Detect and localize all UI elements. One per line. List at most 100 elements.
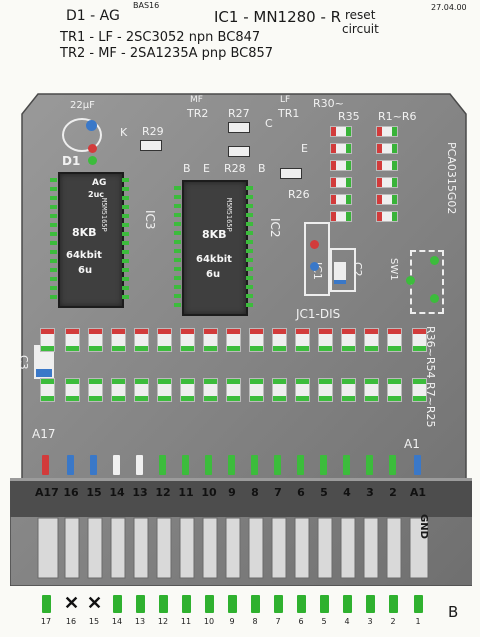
resistor [88,378,103,402]
sw1-pad-mid [406,276,415,285]
ic-pin [122,232,129,236]
ic-pin [246,267,253,271]
label-c3: C3 [17,355,30,370]
edge-pin-label: 10 [201,486,217,499]
edge-pad [42,455,49,475]
resistor [157,378,172,402]
ic-pin [246,276,253,280]
label-r26: R26 [288,188,310,201]
ic3-note-2uc: 2uc [88,190,105,199]
edge-pin-label: 7 [274,486,282,499]
resistor [330,126,352,137]
resistor [65,378,80,402]
bottom-pad-number: 6 [298,617,304,626]
bottom-pad [205,595,214,613]
c2-outline [330,248,356,292]
ic-pin [50,277,57,281]
resistor [88,328,103,352]
resistor [330,177,352,188]
ic-pin [174,204,181,208]
resistor [387,328,402,352]
resistor [376,211,398,222]
label-a17: A17 [32,427,56,441]
ic3-marking: M5M5165P [100,198,108,232]
bottom-pad-number: 9 [229,617,235,626]
resistor [330,211,352,222]
bottom-pad [228,595,237,613]
resistor [272,328,287,352]
cap-22uf [62,118,102,152]
ic-pin [50,196,57,200]
bottom-pad-number: 2 [390,617,396,626]
ic-pin [174,240,181,244]
bottom-pad-number: 8 [252,617,258,626]
bottom-pad [136,595,145,613]
resistor [412,378,427,402]
resistor [376,160,398,171]
note-tr1: TR1 - LF - 2SC3052 npn BC847 [60,30,261,45]
resistor [341,328,356,352]
edge-pin-label: 2 [389,486,397,499]
resistor [180,328,195,352]
resistor [40,378,55,402]
resistor [364,378,379,402]
crossed-pad-icon: ✕ [87,593,103,613]
ic-pin [50,187,57,191]
label-22uf: 22µF [70,100,95,111]
ic-pin [122,250,129,254]
ic-pin [50,241,57,245]
bottom-pad-number: 14 [111,617,123,626]
label-ic2: IC2 [268,218,282,238]
bottom-pad-number: 10 [203,617,215,626]
edge-pad [343,455,350,475]
label-tr2: TR2 [187,107,209,120]
edge-pad [389,455,396,475]
ic-pin [50,250,57,254]
resistor [330,160,352,171]
label-tr1: TR1 [278,107,300,120]
bottom-pad-number: 13 [134,617,146,626]
label-sw1: SW1 [388,258,399,281]
resistor [272,378,287,402]
edge-pad [136,455,143,475]
resistor [376,194,398,205]
label-c: C [265,117,273,130]
ic-pin [174,294,181,298]
ic-pin [174,303,181,307]
label-r27: R27 [228,107,250,120]
label-r36: R36~R54 R7~R25 [424,326,437,428]
bottom-pad-number: 12 [157,617,169,626]
resistor [376,177,398,188]
resistor [376,143,398,154]
note-circuit: circuit [342,22,379,36]
ic-pin [122,223,129,227]
ic-pin [174,213,181,217]
edge-pin-label: 4 [343,486,351,499]
ic-pin [174,267,181,271]
edge-pad [205,455,212,475]
bottom-pad [366,595,375,613]
label-pca: PCA0315G02 [445,142,458,215]
note-d1: D1 - AG [66,8,120,24]
ic-pin [174,231,181,235]
ic-pin [122,295,129,299]
ic2-chip [182,180,248,316]
bottom-pad [297,595,306,613]
sw1-pad-bot [430,294,439,303]
c2-body [334,262,346,284]
edge-pin-label: A1 [409,486,427,499]
ic3-note-6u: 6u [78,265,93,276]
ic-pin [174,195,181,199]
resistor [412,328,427,352]
resistor [157,328,172,352]
ic-pin [246,303,253,307]
label-e2: E [301,142,308,155]
note-bas16: BAS16 [133,1,160,10]
ic-pin [246,186,253,190]
edge-pad [320,455,327,475]
resistor [280,168,302,179]
ic-pin [50,205,57,209]
resistor [40,328,55,352]
ic3-chip [58,172,124,308]
ic-pin [246,195,253,199]
